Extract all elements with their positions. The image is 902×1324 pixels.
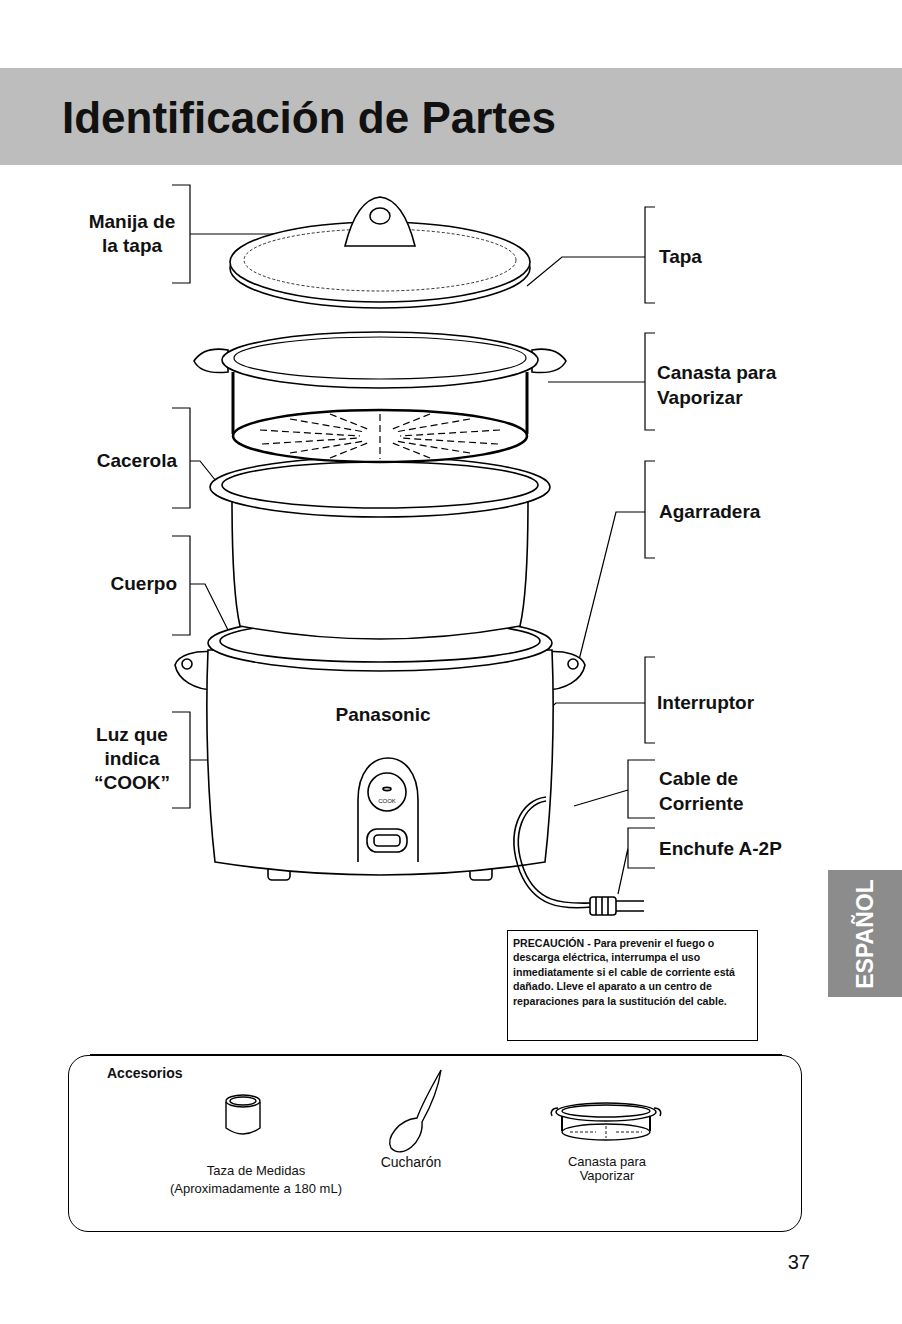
inner-pot <box>210 457 550 639</box>
part-label: Luz que indica “COOK” <box>82 723 182 795</box>
language-tab: ESPAÑOL <box>828 870 902 997</box>
accessory-art <box>90 1055 782 1152</box>
caution-text: PRECAUCIÓN - Para prevenir el fuego o de… <box>513 936 755 1008</box>
leader-lines <box>172 185 655 894</box>
page-title: Identificación de Partes <box>62 92 862 144</box>
brand-name: Panasonic <box>318 703 448 727</box>
steamer-basket <box>194 332 566 462</box>
accessories-box: AccesoriosTaza de Medidas (Aproximadamen… <box>68 1055 802 1232</box>
power-cord <box>514 797 644 915</box>
indicator-label: COOK <box>367 797 407 805</box>
page-number: 37 <box>760 1249 810 1275</box>
part-label: Manija de la tapa <box>82 210 182 258</box>
cooker-body <box>175 615 585 880</box>
caution-box: PRECAUCIÓN - Para prevenir el fuego o de… <box>507 930 758 1041</box>
part-label: Cuerpo <box>77 572 177 596</box>
part-label: Agarradera <box>659 500 799 524</box>
title-band <box>0 68 902 165</box>
part-label: Canasta para Vaporizar <box>657 360 797 410</box>
accessory-name: Taza de Medidas (Aproximadamente a 180 m… <box>156 1162 356 1198</box>
tab-text: ESPAÑOL <box>852 879 879 988</box>
lid <box>230 197 530 308</box>
part-label: Interruptor <box>657 691 797 715</box>
accessory-name: Cucharón <box>361 1153 461 1171</box>
part-label: Tapa <box>659 245 759 269</box>
accessory-name: Canasta para Vaporizar <box>547 1155 667 1183</box>
box-heading: Accesorios <box>107 1064 247 1082</box>
part-label: Enchufe A-2P <box>659 837 829 861</box>
part-label: Cacerola <box>77 449 177 473</box>
part-label: Cable de Corriente <box>659 766 769 816</box>
